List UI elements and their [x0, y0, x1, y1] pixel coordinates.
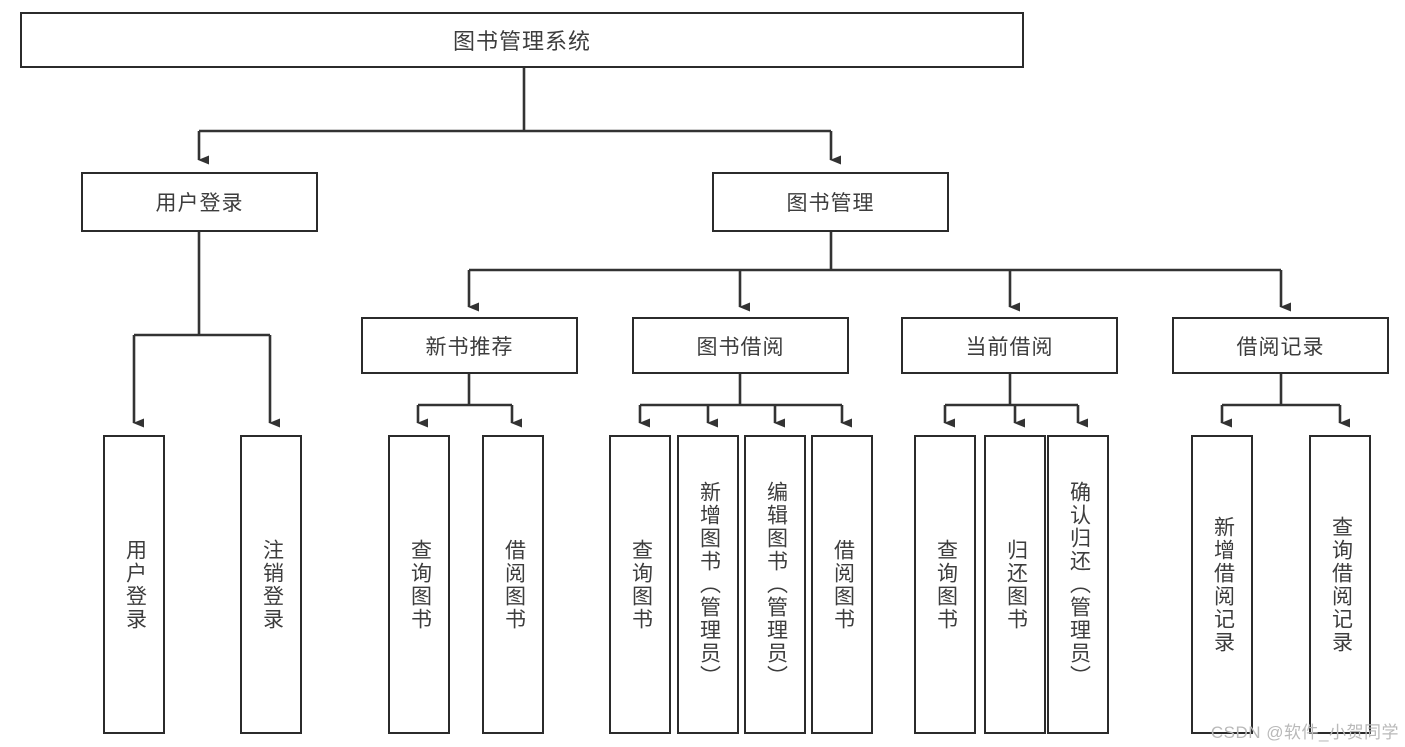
leaf-edit-book[interactable]: 编辑图书（管理员）: [744, 435, 806, 734]
leaf-borrow-book-2[interactable]: 借阅图书: [811, 435, 873, 734]
node-new-book-recommend-label: 新书推荐: [425, 335, 514, 359]
leaf-return-book-label: 归还图书: [1004, 538, 1028, 631]
leaf-borrow-book-1-label: 借阅图书: [502, 538, 526, 631]
watermark: CSDN @软件_小贺同学: [1210, 723, 1399, 742]
node-book-borrow-label: 图书借阅: [696, 335, 785, 359]
leaf-add-record-label: 新增借阅记录: [1211, 515, 1235, 654]
leaf-user-logout-label: 注销登录: [260, 538, 284, 631]
node-new-book-recommend[interactable]: 新书推荐: [361, 317, 578, 374]
leaf-user-logout[interactable]: 注销登录: [240, 435, 302, 734]
node-borrow-record-label: 借阅记录: [1236, 335, 1325, 359]
node-user-login-label: 用户登录: [155, 192, 244, 215]
leaf-return-book[interactable]: 归还图书: [984, 435, 1046, 734]
node-book-manage[interactable]: 图书管理: [712, 172, 949, 232]
leaf-borrow-book-1[interactable]: 借阅图书: [482, 435, 544, 734]
node-current-borrow[interactable]: 当前借阅: [901, 317, 1118, 374]
node-root[interactable]: 图书管理系统: [20, 12, 1024, 68]
leaf-add-book-label: 新增图书（管理员）: [697, 481, 721, 688]
node-root-label: 图书管理系统: [452, 29, 591, 54]
leaf-query-record-label: 查询借阅记录: [1329, 515, 1353, 654]
leaf-borrow-book-2-label: 借阅图书: [831, 538, 855, 631]
node-current-borrow-label: 当前借阅: [965, 335, 1054, 359]
leaf-user-login[interactable]: 用户登录: [103, 435, 165, 734]
leaf-add-record[interactable]: 新增借阅记录: [1191, 435, 1253, 734]
node-book-borrow[interactable]: 图书借阅: [632, 317, 849, 374]
leaf-query-book-2-label: 查询图书: [629, 538, 653, 631]
leaf-confirm-return-label: 确认归还（管理员）: [1067, 481, 1091, 688]
leaf-query-book-3-label: 查询图书: [934, 538, 958, 631]
leaf-add-book[interactable]: 新增图书（管理员）: [677, 435, 739, 734]
node-user-login[interactable]: 用户登录: [81, 172, 318, 232]
node-borrow-record[interactable]: 借阅记录: [1172, 317, 1389, 374]
leaf-user-login-label: 用户登录: [123, 538, 147, 631]
leaf-query-book-1-label: 查询图书: [408, 538, 432, 631]
leaf-query-book-1[interactable]: 查询图书: [388, 435, 450, 734]
leaf-query-book-2[interactable]: 查询图书: [609, 435, 671, 734]
leaf-query-book-3[interactable]: 查询图书: [914, 435, 976, 734]
node-book-manage-label: 图书管理: [786, 192, 875, 215]
leaf-confirm-return[interactable]: 确认归还（管理员）: [1047, 435, 1109, 734]
leaf-edit-book-label: 编辑图书（管理员）: [764, 481, 788, 688]
leaf-query-record[interactable]: 查询借阅记录: [1309, 435, 1371, 734]
